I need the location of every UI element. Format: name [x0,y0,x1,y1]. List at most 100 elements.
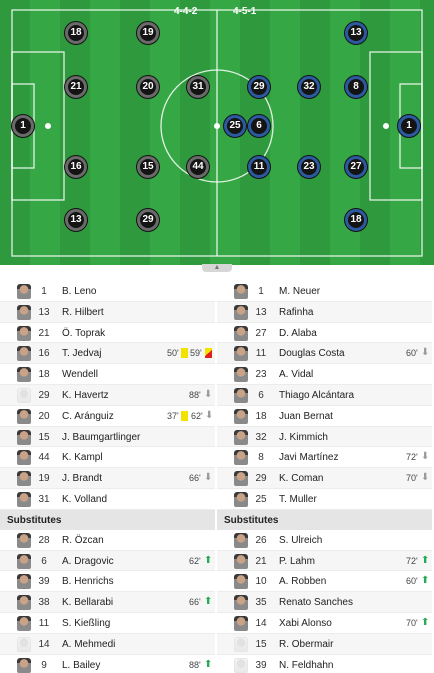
player-name[interactable]: K. Kampl [62,452,103,464]
player-name[interactable]: C. Aránguiz [62,410,114,422]
home-player-token[interactable]: 15 [137,156,159,178]
away-player-token[interactable]: 29 [248,76,270,98]
home-player-token[interactable]: 16 [65,156,87,178]
home-player-token[interactable]: 18 [65,22,87,44]
player-name[interactable]: A. Robben [279,576,327,588]
player-name[interactable]: M. Neuer [279,286,321,297]
away-player-token[interactable]: 11 [248,156,270,178]
away-player-token[interactable]: 25 [224,115,246,137]
player-name[interactable]: Douglas Costa [279,348,345,360]
away-player-token[interactable]: 13 [345,22,367,44]
avatar [17,450,31,466]
player-name[interactable]: Wendell [62,369,98,381]
player-name[interactable]: S. Kießling [62,617,111,629]
home-player-token[interactable]: 21 [65,76,87,98]
player-name[interactable]: Ö. Toprak [62,327,106,339]
player-name[interactable]: K. Volland [62,493,108,505]
player-name[interactable]: S. Ulreich [279,534,323,546]
player-name[interactable]: L. Bailey [62,659,101,671]
player-name[interactable]: A. Vidal [279,369,314,381]
away-player-token[interactable]: 18 [345,209,367,231]
player-name[interactable]: A. Mehmedi [62,638,116,650]
player-name[interactable]: J. Baumgartlinger [62,431,141,443]
player-name[interactable]: B. Henrichs [62,576,114,588]
player-name[interactable]: K. Coman [279,473,324,485]
player-name[interactable]: Rafinha [279,306,314,318]
away-player-token[interactable]: 32 [298,76,320,98]
player-name[interactable]: Javi Martínez [279,452,339,464]
player-name[interactable]: J. Brandt [62,473,103,485]
player-row[interactable]: 13 Rafinha [217,301,432,323]
player-name[interactable]: K. Havertz [62,389,109,401]
player-name[interactable]: A. Dragovic [62,555,114,567]
player-name[interactable]: D. Alaba [279,327,317,339]
player-name[interactable]: Thiago Alcántara [279,389,355,401]
sub-on-time: 72' [406,555,418,566]
player-name[interactable]: T. Muller [279,493,317,505]
home-player-token[interactable]: 20 [137,76,159,98]
player-name[interactable]: B. Leno [62,286,97,297]
away-player-token[interactable]: 1 [398,115,420,137]
player-name[interactable]: T. Jedvaj [62,348,102,360]
away-player-token[interactable]: 27 [345,156,367,178]
home-player-token[interactable]: 13 [65,209,87,231]
player-name[interactable]: N. Feldhahn [279,659,334,671]
player-name[interactable]: P. Lahm [279,555,315,567]
player-name[interactable]: Juan Bernat [279,410,333,422]
home-player-token[interactable]: 44 [187,156,209,178]
away-player-token[interactable]: 6 [248,115,270,137]
shirt-number: 13 [38,306,50,318]
home-player-token[interactable]: 29 [137,209,159,231]
player-row[interactable]: 13 R. Hilbert [0,301,215,323]
away-player-token[interactable]: 8 [345,76,367,98]
sub-off-time: 88' [189,389,201,400]
player-name[interactable]: R. Obermair [279,638,334,650]
player-name[interactable]: K. Bellarabi [62,597,114,609]
home-player-token[interactable]: 19 [137,22,159,44]
player-name[interactable]: R. Hilbert [62,306,104,318]
player-name[interactable]: R. Özcan [62,534,104,546]
away-player-token[interactable]: 23 [298,156,320,178]
home-player-token[interactable]: 1 [12,115,34,137]
player-name[interactable]: Renato Sanches [279,597,353,609]
home-player-token[interactable]: 31 [187,76,209,98]
shirt-number: 13 [255,306,267,318]
player-name[interactable]: J. Kimmich [279,431,328,443]
chevron-up-icon[interactable]: ▲ [202,264,232,272]
player-name[interactable]: Xabi Alonso [279,617,332,629]
